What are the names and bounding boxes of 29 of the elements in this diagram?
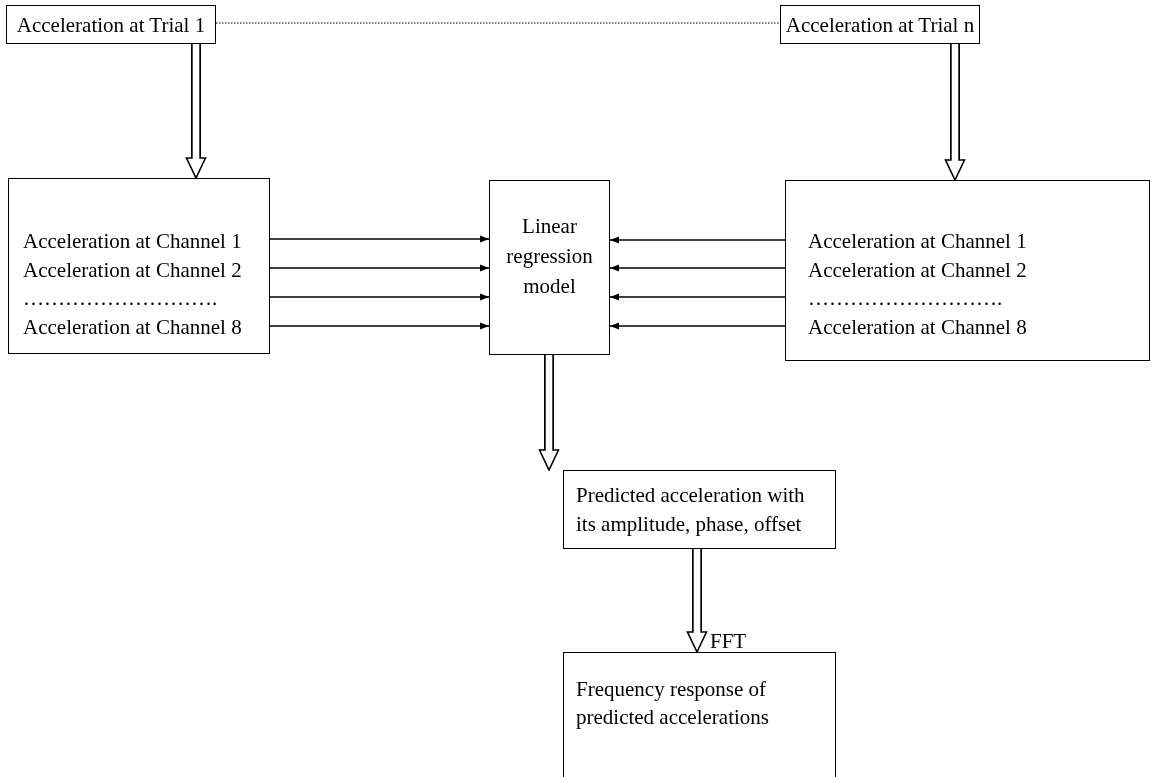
box-text: Predicted acceleration with its amplitude, phase, offset <box>576 481 806 538</box>
arrow <box>609 322 786 330</box>
process-box <box>563 652 836 777</box>
process-box <box>489 180 610 355</box>
arrow <box>269 293 490 301</box>
arrow <box>609 264 786 272</box>
box-text: Acceleration at Channel 1 <box>23 228 242 255</box>
process-box <box>8 178 270 354</box>
box-text: Acceleration at Channel 8 <box>808 313 1027 341</box>
process-box <box>780 5 980 44</box>
process-box <box>785 180 1150 361</box>
box-text: Acceleration at Channel 2 <box>23 256 242 284</box>
process-box <box>6 5 216 44</box>
box-text: Acceleration at Trial n <box>785 11 975 38</box>
arrow <box>269 264 490 272</box>
box-text: ………………………. <box>23 285 218 312</box>
box-text: Acceleration at Channel 8 <box>23 313 242 341</box>
arrow <box>269 322 490 330</box>
process-box <box>563 470 836 549</box>
box-text: Linear regression model <box>505 213 594 300</box>
arrow <box>269 235 490 243</box>
box-text: Acceleration at Channel 2 <box>808 256 1027 284</box>
box-text: Acceleration at Channel 1 <box>808 228 1027 255</box>
box-text: ………………………. <box>808 285 1003 312</box>
box-text: Frequency response of predicted accelerations <box>576 676 770 731</box>
box-text: Acceleration at Trial 1 <box>16 11 206 38</box>
dotted-line <box>215 22 781 24</box>
arrow <box>609 236 786 244</box>
arrow <box>609 293 786 301</box>
